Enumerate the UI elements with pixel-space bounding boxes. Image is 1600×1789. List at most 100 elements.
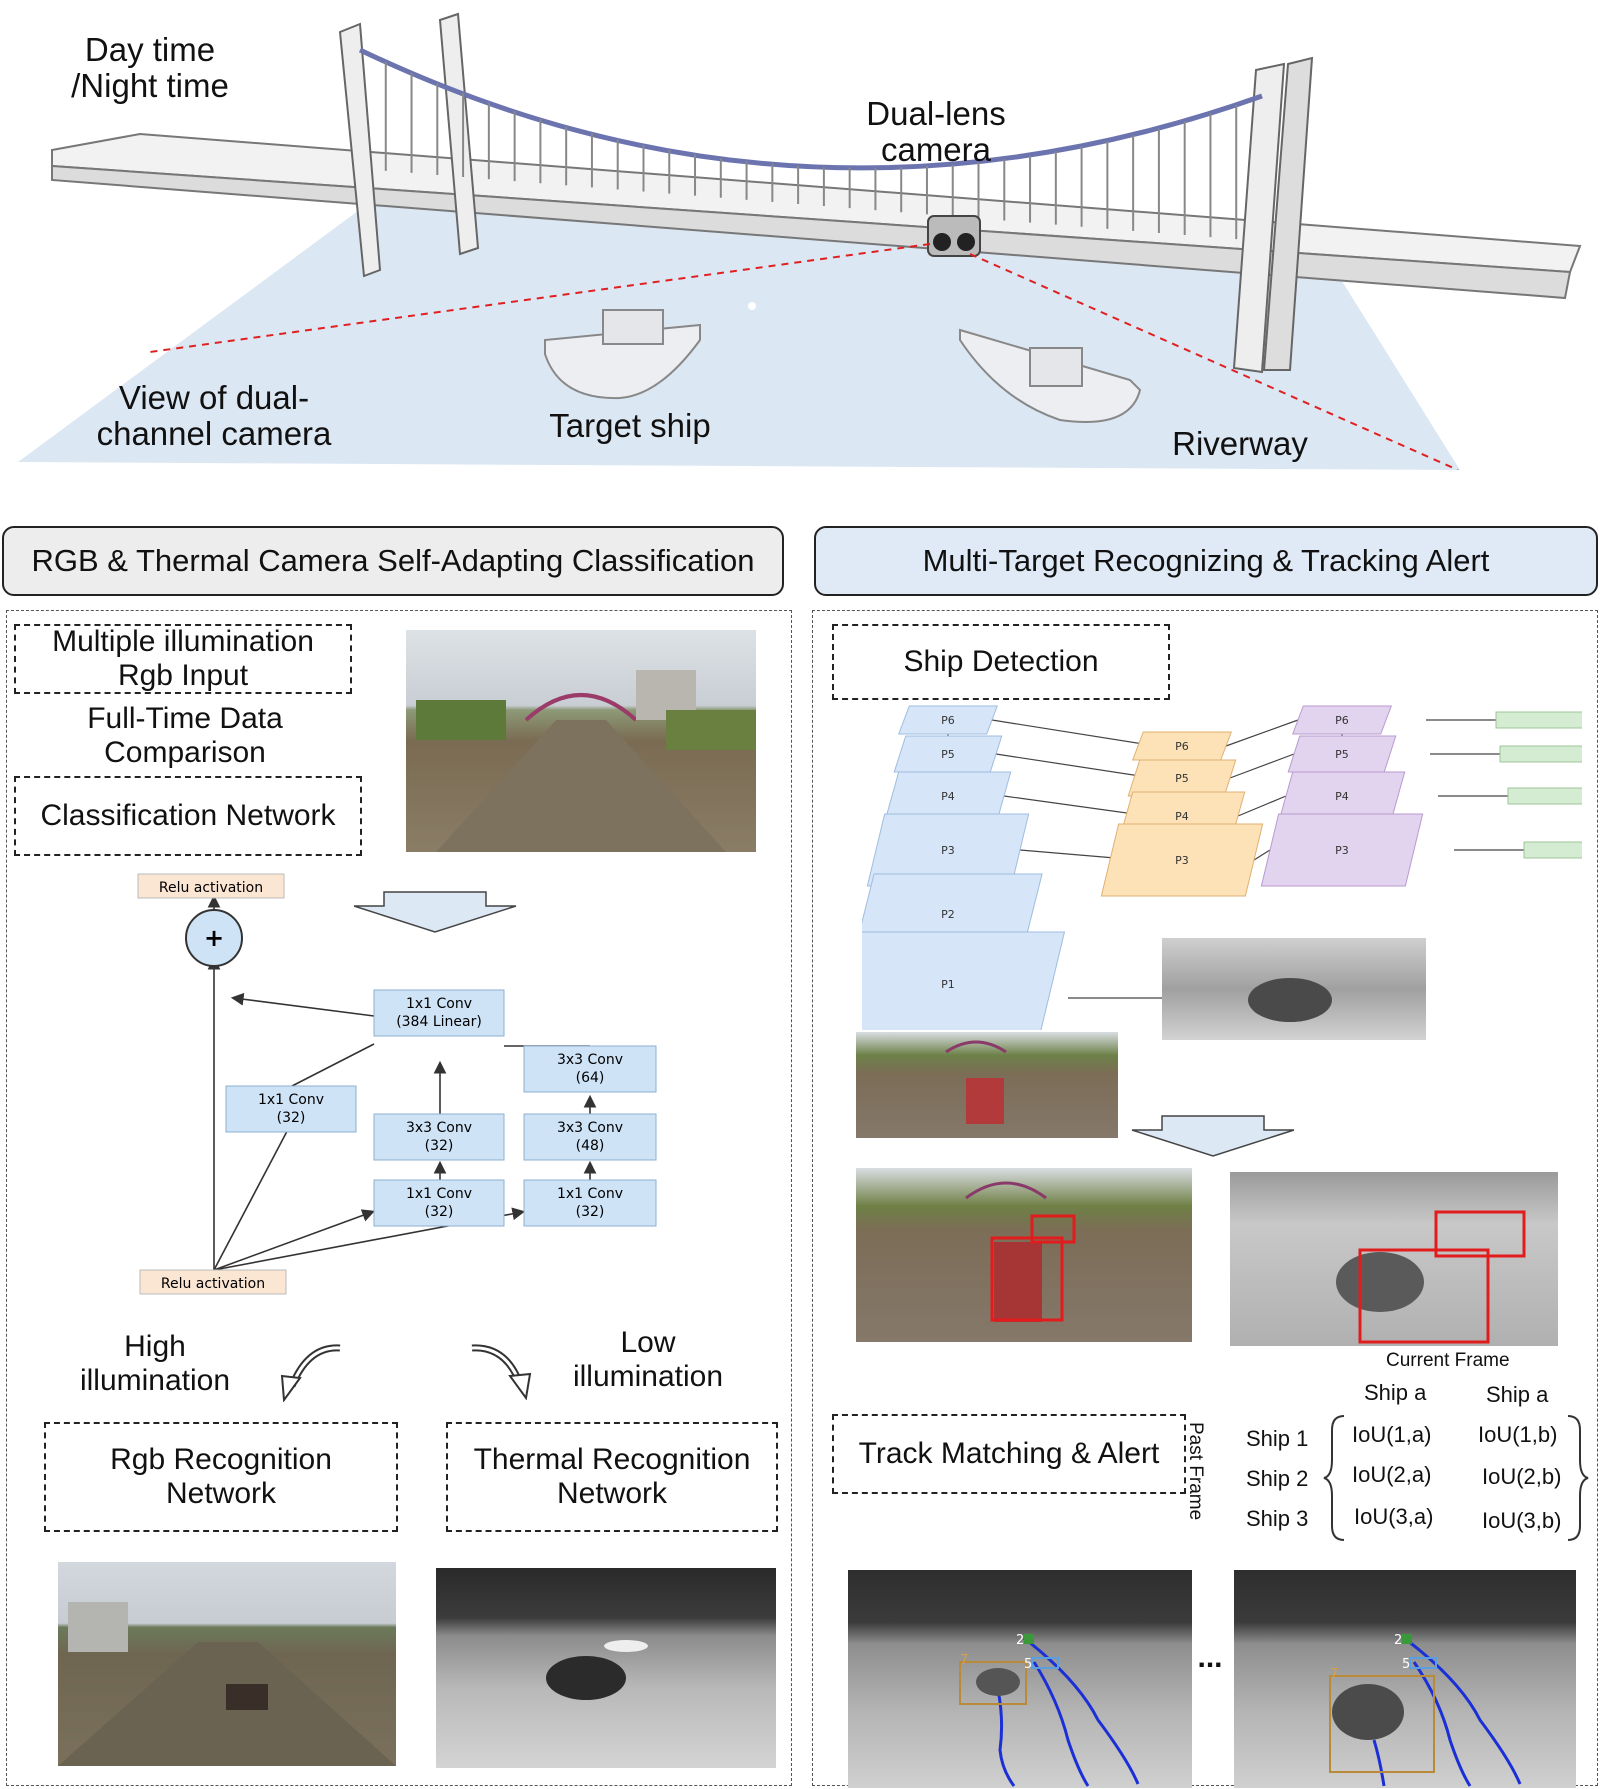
cell-3b: IoU(3,b) [1482, 1508, 1562, 1533]
svg-text:7: 7 [960, 1653, 968, 1668]
fpn-output-head [1495, 711, 1582, 729]
fpn-col1-p-label: P1 [941, 978, 955, 991]
fpn-col1-p-label: P2 [941, 908, 955, 921]
fpn-col3-p-label: P5 [1335, 748, 1349, 761]
day-night-label: Day time/Night time [71, 31, 229, 104]
ship-detection-box: Ship Detection [832, 624, 1170, 700]
fpn-col2-p-label: P3 [1175, 854, 1189, 867]
rgb-detected-photo [856, 1168, 1192, 1342]
svg-text:3x3 Conv: 3x3 Conv [406, 1120, 472, 1136]
add-node [185, 909, 243, 967]
conv-384-box [373, 989, 505, 1037]
svg-text:2: 2 [1394, 1633, 1402, 1648]
curved-arrow-low-icon [471, 1344, 532, 1400]
curved-arrow-high-icon [280, 1344, 341, 1402]
fpn-col1-p [897, 705, 999, 735]
down-arrow-right [1131, 1115, 1295, 1157]
svg-text:(32): (32) [425, 1138, 454, 1154]
fpn-lateral-link [991, 719, 1156, 747]
fpn-col2-p-label: P6 [1175, 740, 1189, 753]
cell-1a: IoU(1,a) [1352, 1422, 1432, 1447]
bridge-illustration [18, 12, 1582, 471]
relu-top-box [137, 873, 285, 899]
view-line-left [149, 243, 931, 353]
conv-3x3-64-box [523, 1045, 657, 1093]
fpn-col3-p-label: P6 [1335, 714, 1349, 727]
track-box-7-later [1329, 1675, 1435, 1773]
right-header: Multi-Target Recognizing & Tracking Aler… [814, 526, 1598, 596]
tracking-frame-2: 7 2 5 [1234, 1570, 1576, 1788]
rgb-detect-input-photo [856, 1032, 1118, 1138]
svg-text:(64): (64) [576, 1070, 605, 1086]
track-matching-box: Track Matching & Alert [832, 1414, 1186, 1494]
left-panel [6, 610, 792, 1786]
relu-bottom-label: Relu activation [161, 1276, 265, 1292]
target-ship-label: Target ship [549, 407, 711, 444]
svg-text:5: 5 [1402, 1657, 1410, 1672]
fpn-col3-p-label: P4 [1335, 790, 1349, 803]
fpn-col3-p [1291, 705, 1393, 735]
thermal-detected-photo [1230, 1172, 1558, 1346]
dual-lens-camera [927, 215, 981, 257]
target-ship-right [959, 328, 1142, 423]
riverway-label: Riverway [1172, 425, 1308, 462]
left-header: RGB & Thermal Camera Self-Adapting Class… [2, 526, 784, 596]
svg-text:3x3 Conv: 3x3 Conv [557, 1120, 623, 1136]
fpn-col1-p-label: P5 [941, 748, 955, 761]
svg-text:1x1 Conv: 1x1 Conv [258, 1092, 324, 1108]
fpn-output-head [1507, 787, 1582, 805]
current-frame-label: Current Frame [1386, 1350, 1510, 1371]
view-label: View of dual-channel camera [96, 379, 332, 452]
red-box-thermal-2 [1434, 1210, 1526, 1258]
relu-top-label: Relu activation [159, 880, 263, 896]
thermal-detect-input-photo [1162, 938, 1426, 1040]
col-header-b: Ship a [1486, 1382, 1549, 1407]
left-tower [338, 22, 382, 278]
bridge-deck [51, 132, 1582, 274]
classification-network-box: Classification Network [14, 776, 362, 856]
fpn-lateral-link [1225, 719, 1299, 747]
right-tower [1232, 62, 1286, 374]
conv-1x1-32b-box [373, 1179, 505, 1227]
fpn-output-head [1523, 841, 1582, 859]
red-box-ship-2 [1030, 1214, 1076, 1244]
fpn-col1-p [862, 931, 1066, 1030]
fpn-col2-p [1100, 823, 1264, 897]
svg-text:7: 7 [1330, 1667, 1338, 1682]
thermal-result-photo [436, 1568, 776, 1768]
svg-text:(32): (32) [425, 1204, 454, 1220]
row-ship-1: Ship 1 [1246, 1426, 1309, 1451]
svg-text:(384 Linear): (384 Linear) [396, 1014, 482, 1030]
ellipsis-label: ... [1197, 1641, 1223, 1674]
fpn-lateral-link [1229, 753, 1295, 779]
svg-text:2: 2 [1016, 1633, 1024, 1648]
svg-text:+: + [204, 924, 224, 952]
left-brace [1323, 1415, 1345, 1541]
track-box-7 [959, 1661, 1027, 1705]
rgb-input-photo [406, 630, 756, 852]
fpn-col1-p-label: P3 [941, 844, 955, 857]
past-frame-label: Past Frame [1185, 1422, 1206, 1521]
inception-block-diagram: Relu activation + 1x1 Conv (384 Linear) … [137, 873, 657, 1295]
conv-3x3-48-box [523, 1113, 657, 1161]
svg-text:3x3 Conv: 3x3 Conv [557, 1052, 623, 1068]
svg-text:1x1 Conv: 1x1 Conv [406, 996, 472, 1012]
down-arrow-left [353, 891, 517, 933]
target-ship-left [544, 309, 701, 400]
col-header-a: Ship a [1364, 1380, 1427, 1405]
cell-2b: IoU(2,b) [1482, 1464, 1562, 1489]
conv-3x3-32-box [373, 1113, 505, 1161]
svg-text:1x1 Conv: 1x1 Conv [557, 1186, 623, 1202]
svg-text:1x1 Conv: 1x1 Conv [406, 1186, 472, 1202]
svg-text:5: 5 [1024, 1657, 1032, 1672]
fpn-col1-p-label: P4 [941, 790, 955, 803]
fpn-col1-p-label: P6 [941, 714, 955, 727]
cable-hangers [384, 61, 1238, 240]
